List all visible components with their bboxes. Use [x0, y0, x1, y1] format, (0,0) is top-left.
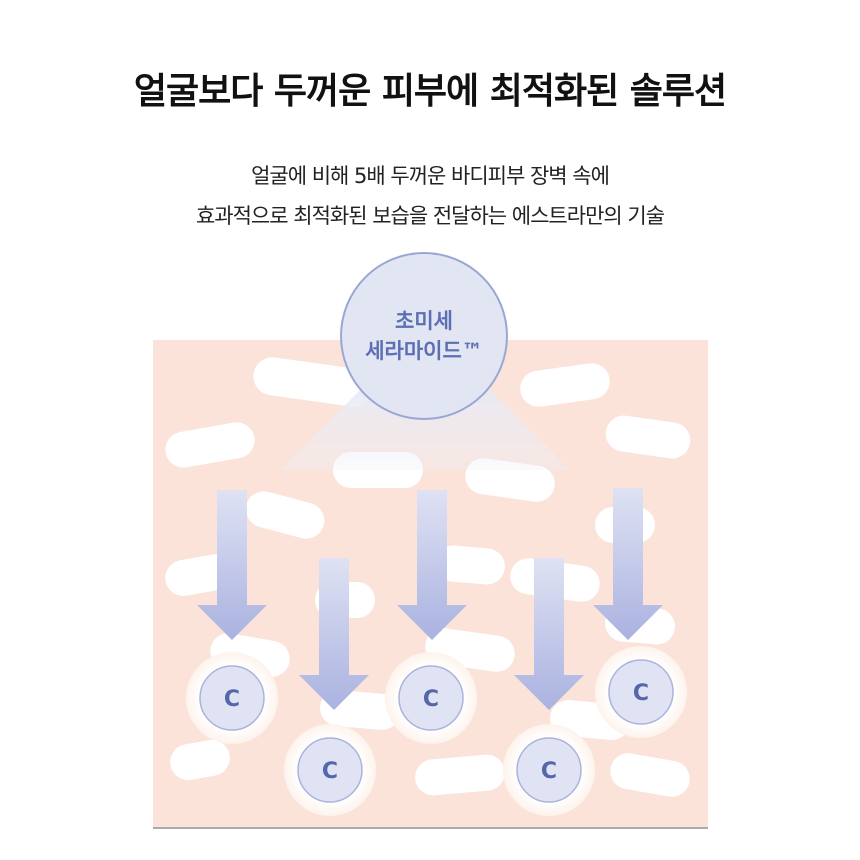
skin-cell	[610, 753, 690, 797]
particle-core	[398, 665, 464, 731]
particle-label: C	[322, 759, 338, 784]
badge-line-2: 세라마이드™	[365, 339, 483, 363]
particle-label: C	[633, 681, 649, 706]
arrows	[197, 488, 663, 710]
particle-label: C	[423, 687, 439, 712]
ceramide-particle: C	[186, 652, 278, 744]
down-arrow-icon	[197, 490, 267, 640]
skin-cell	[415, 754, 505, 796]
down-arrow-icon	[514, 558, 584, 710]
skin-cell	[605, 415, 691, 459]
particle-label: C	[541, 759, 557, 784]
skin-cell	[170, 739, 230, 781]
skin-cell	[435, 545, 505, 585]
particle-core	[516, 737, 582, 803]
page-title: 얼굴보다 두꺼운 피부에 최적화된 솔루션	[133, 71, 727, 112]
ceramide-badge: 초미세 세라마이드™	[340, 252, 508, 420]
ceramide-particles: C C C C C	[186, 646, 687, 816]
down-arrow-icon	[299, 558, 369, 710]
ceramide-particle: C	[503, 724, 595, 816]
beam	[280, 390, 570, 470]
ceramide-particle: C	[385, 652, 477, 744]
skin-cell	[520, 363, 610, 407]
particle-core	[199, 665, 265, 731]
down-arrow-icon	[397, 490, 467, 640]
skin-cell	[253, 357, 373, 407]
subtitle-line-2: 효과적으로 최적화된 보습을 전달하는 에스트라만의 기술	[195, 204, 665, 228]
skin-cell	[165, 422, 255, 468]
badge-line-1: 초미세	[395, 309, 453, 333]
particle-core	[608, 659, 674, 725]
subtitle-line-1: 얼굴에 비해 5배 두꺼운 바디피부 장벽 속에	[251, 164, 610, 188]
particle-core	[297, 737, 363, 803]
ceramide-particle: C	[595, 646, 687, 738]
skin-cell	[245, 491, 325, 539]
down-arrow-icon	[593, 488, 663, 640]
badge-circle	[340, 252, 508, 420]
particle-label: C	[224, 687, 240, 712]
ceramide-particle: C	[284, 724, 376, 816]
